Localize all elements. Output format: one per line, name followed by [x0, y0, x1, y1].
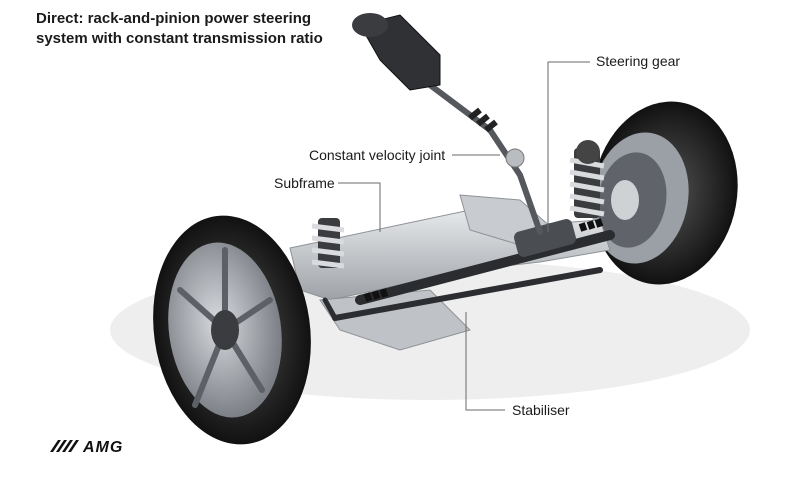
leader-stabiliser [465, 312, 505, 411]
left-strut [311, 218, 345, 269]
right-strut [569, 140, 605, 218]
label-stabiliser: Stabiliser [512, 402, 570, 418]
amg-logo-stripes-icon: AMG [50, 439, 123, 456]
steering-column [352, 13, 543, 235]
label-cv-joint: Constant velocity joint [309, 147, 446, 163]
leader-steering-gear [547, 61, 590, 232]
title-line-1: Direct: rack-and-pinion power steering [36, 10, 312, 27]
leader-subframe [338, 182, 381, 232]
stabiliser-bar [332, 267, 603, 321]
right-wheel [591, 101, 738, 285]
label-subframe: Subframe [274, 175, 335, 191]
left-wheel [153, 215, 311, 445]
steering-rack [355, 218, 615, 305]
diagram-title: Direct: rack-and-pinion power steering s… [36, 9, 366, 49]
amg-logo: AMG [50, 436, 160, 456]
label-steering-gear: Steering gear [596, 53, 681, 69]
leader-lines [338, 61, 590, 411]
amg-logo-text: AMG [82, 439, 123, 456]
title-line-2: system with constant transmission ratio [36, 30, 323, 47]
